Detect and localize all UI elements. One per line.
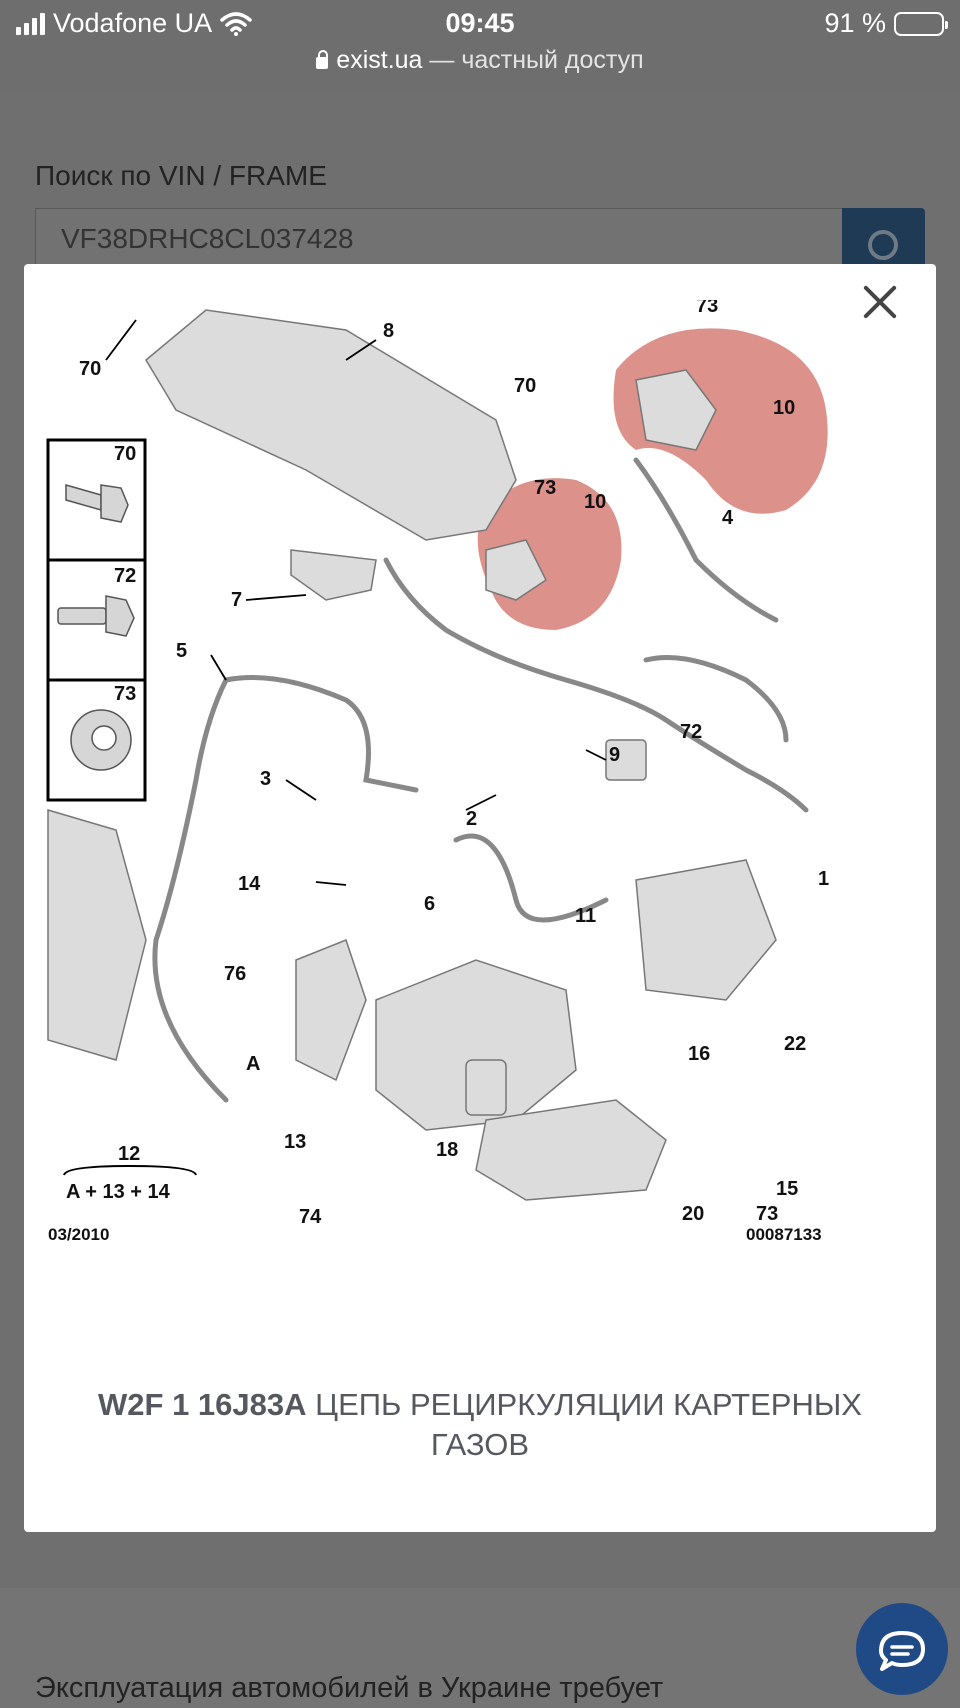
diagram-caption: W2F 1 16J83A ЦЕПЬ РЕЦИРКУЛЯЦИИ КАРТЕРНЫХ… — [60, 1385, 900, 1465]
svg-text:73: 73 — [696, 300, 718, 317]
svg-text:18: 18 — [436, 1139, 458, 1161]
caption-title: ЦЕПЬ РЕЦИРКУЛЯЦИИ КАРТЕРНЫХ ГАЗОВ — [306, 1387, 862, 1462]
svg-text:7: 7 — [231, 589, 242, 611]
group-legend: 12 A + 13 + 14 — [63, 1143, 197, 1203]
lock-icon — [316, 50, 329, 69]
svg-text:1: 1 — [818, 868, 829, 890]
svg-text:70: 70 — [79, 358, 101, 380]
fastener-inset — [46, 438, 147, 802]
svg-text:70: 70 — [514, 375, 536, 397]
vin-search-input[interactable]: VF38DRHC8CL037428 — [35, 208, 843, 268]
address-bar[interactable]: exist.ua — частный доступ — [0, 46, 960, 75]
status-bar: Vodafone UA 09:45 91 % exist.ua — частны… — [0, 0, 960, 90]
url-suffix: — частный доступ — [422, 46, 644, 74]
content-section — [0, 1588, 960, 1708]
svg-text:3: 3 — [260, 768, 271, 790]
caption-code: W2F 1 16J83A — [98, 1387, 307, 1422]
svg-text:73: 73 — [756, 1203, 778, 1225]
article-text: Эксплуатация автомобилей в Украине требу… — [35, 1672, 664, 1704]
parts-illustration — [47, 309, 777, 1201]
svg-text:13: 13 — [284, 1131, 306, 1153]
svg-text:73: 73 — [534, 477, 556, 499]
leader-lines — [105, 319, 607, 886]
svg-text:5: 5 — [176, 640, 187, 662]
search-button[interactable] — [842, 208, 925, 268]
svg-text:16: 16 — [688, 1043, 710, 1065]
battery-info: 91 % — [824, 8, 948, 39]
svg-text:4: 4 — [722, 507, 734, 529]
search-icon — [868, 230, 898, 260]
chat-button[interactable] — [856, 1603, 948, 1695]
svg-text:A: A — [246, 1053, 260, 1075]
battery-percent: 91 % — [824, 8, 886, 38]
wifi-icon — [220, 11, 252, 36]
svg-text:22: 22 — [784, 1033, 806, 1055]
svg-text:2: 2 — [466, 808, 477, 830]
svg-text:9: 9 — [609, 744, 620, 766]
pipes — [152, 457, 809, 1103]
svg-text:72: 72 — [680, 721, 702, 743]
svg-text:11: 11 — [575, 905, 596, 927]
url-domain: exist.ua — [336, 46, 423, 74]
clock: 09:45 — [445, 8, 515, 38]
date-code: 03/2010 — [48, 1225, 109, 1244]
callout-labels: 70 8 73 70 10 73 10 4 7 5 9 72 3 2 1 14 … — [79, 300, 829, 1228]
svg-text:76: 76 — [224, 963, 246, 985]
parts-diagram: 70 8 73 70 10 73 10 4 7 5 9 72 3 2 1 14 … — [46, 300, 829, 1244]
svg-text:14: 14 — [238, 873, 261, 895]
svg-text:10: 10 — [773, 397, 795, 419]
chat-icon — [879, 1631, 925, 1671]
svg-text:70: 70 — [114, 443, 136, 465]
vin-search-label: Поиск по VIN / FRAME — [35, 160, 327, 191]
svg-text:A + 13 + 14: A + 13 + 14 — [66, 1181, 171, 1203]
svg-text:8: 8 — [383, 320, 394, 342]
carrier-info: Vodafone UA — [16, 8, 252, 39]
svg-text:72: 72 — [114, 565, 136, 587]
inset-labels: 70 72 73 — [114, 443, 136, 705]
svg-text:15: 15 — [776, 1178, 798, 1200]
svg-text:10: 10 — [584, 491, 606, 513]
reference-code: 00087133 — [746, 1225, 822, 1244]
svg-text:73: 73 — [114, 683, 136, 705]
svg-text:6: 6 — [424, 893, 435, 915]
battery-icon — [894, 11, 948, 36]
signal-icon — [16, 12, 45, 35]
svg-text:20: 20 — [682, 1203, 704, 1225]
svg-text:12: 12 — [118, 1143, 140, 1165]
carrier-name: Vodafone UA — [53, 8, 213, 38]
svg-text:74: 74 — [299, 1206, 322, 1228]
